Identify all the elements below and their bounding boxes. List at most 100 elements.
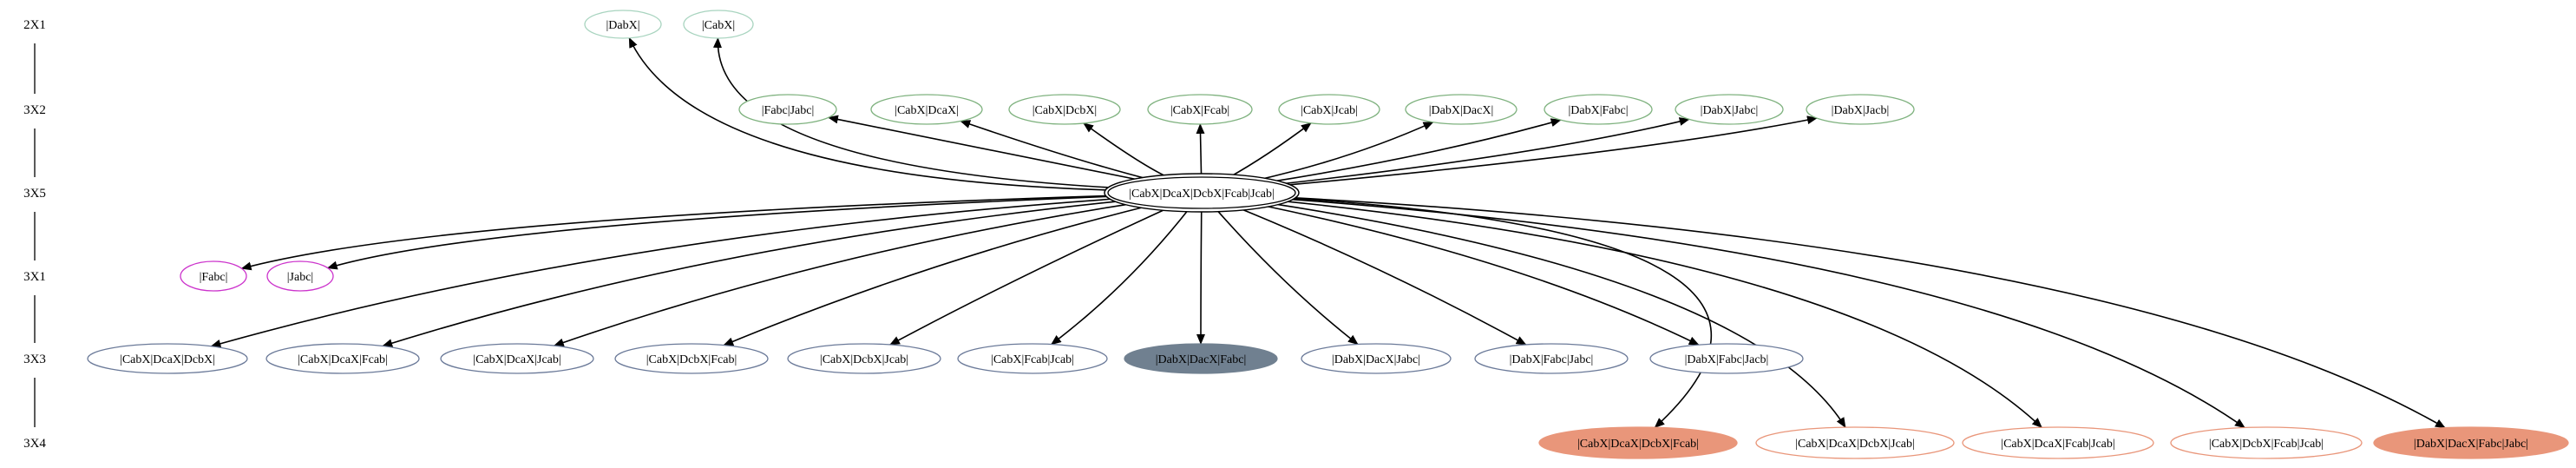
node-label: |CabX|DcbX|Fcab| bbox=[646, 353, 737, 366]
edge-root-to-n_cabx_dcax bbox=[960, 120, 1151, 181]
node-n-ddfj[interactable]: |DabX|DacX|Fabc|Jabc| bbox=[2373, 426, 2569, 459]
node-n-cabx-dcax[interactable]: |CabX|DcaX| bbox=[870, 94, 983, 125]
node-label: |CabX|Jcab| bbox=[1301, 104, 1358, 117]
node-n-dfj[interactable]: |DabX|Fabc|Jabc| bbox=[1474, 343, 1629, 374]
node-label: |DabX|DacX|Fabc|Jabc| bbox=[2414, 438, 2528, 451]
node-label: |CabX| bbox=[702, 19, 735, 32]
rank-label-3x4: 3X4 bbox=[23, 437, 46, 451]
edge-root-to-n_cabx bbox=[713, 37, 1113, 188]
node-shape bbox=[440, 343, 594, 374]
edge-root-to-n_cddj bbox=[1270, 202, 1846, 428]
node-shape bbox=[1544, 94, 1653, 125]
node-shape bbox=[1107, 176, 1296, 209]
edge-root-to-n_ddj bbox=[1215, 208, 1359, 346]
edge-root-to-n_cfj bbox=[1051, 208, 1190, 346]
node-n-cddf[interactable]: |CabX|DcaX|DcbX|Fcab| bbox=[1538, 426, 1738, 459]
node-shape bbox=[87, 343, 248, 374]
node-label: |CabX|DcaX|DcbX|Jcab| bbox=[1795, 438, 1915, 451]
node-n-dabx-fabc[interactable]: |DabX|Fabc| bbox=[1544, 94, 1653, 125]
node-n-cabx-fcab[interactable]: |CabX|Fcab| bbox=[1147, 94, 1253, 125]
edge-root-to-n_dfj bbox=[1236, 206, 1527, 346]
node-shape bbox=[1755, 426, 1955, 459]
node-shape bbox=[266, 260, 334, 292]
node-n-cfj[interactable]: |CabX|Fcab|Jcab| bbox=[957, 343, 1108, 374]
node-label: |CabX|DcaX|Fcab| bbox=[298, 353, 388, 366]
node-shape bbox=[1962, 426, 2154, 459]
edge-root-to-n_dabx bbox=[628, 36, 1110, 191]
edge-root-to-n_dabx_jabc bbox=[1279, 117, 1690, 185]
node-n-fabc-jabc[interactable]: |Fabc|Jabc| bbox=[738, 94, 837, 125]
node-n-cddj[interactable]: |CabX|DcaX|DcbX|Jcab| bbox=[1755, 426, 1955, 459]
edge-root-to-n_cdbj bbox=[889, 207, 1170, 346]
rank-label-3x1: 3X1 bbox=[23, 270, 46, 284]
node-label: |DabX|DacX| bbox=[1429, 104, 1494, 117]
node-shape bbox=[265, 343, 420, 374]
node-shape bbox=[1147, 94, 1253, 125]
node-label: |CabX|DcaX|DcbX|Fcab| bbox=[1577, 438, 1699, 451]
node-n-cdd[interactable]: |CabX|DcaX|DcbX| bbox=[87, 343, 248, 374]
edge-root-to-n_dfja bbox=[1260, 204, 1700, 346]
node-shape bbox=[1301, 343, 1452, 374]
node-n-dabx-jacb[interactable]: |DabX|Jacb| bbox=[1806, 94, 1915, 125]
node-label: |DabX|DacX|Fabc| bbox=[1156, 353, 1247, 366]
node-n-ddj[interactable]: |DabX|DacX|Jabc| bbox=[1301, 343, 1452, 374]
node-n-cdfj[interactable]: |CabX|DcaX|Fcab|Jcab| bbox=[1962, 426, 2154, 459]
node-label: |CabX|Fcab| bbox=[1170, 104, 1229, 117]
node-shape bbox=[738, 94, 837, 125]
edge-root-to-n_fabc_jabc bbox=[827, 115, 1143, 181]
node-shape bbox=[870, 94, 983, 125]
node-n-jabc[interactable]: |Jabc| bbox=[266, 260, 334, 292]
edge-root-to-n_cdbf bbox=[723, 205, 1150, 346]
node-label: |DabX|DacX|Jabc| bbox=[1332, 353, 1420, 366]
node-label: |Fabc| bbox=[200, 271, 228, 284]
edge-root-to-n_jabc bbox=[326, 195, 1111, 270]
node-shape bbox=[1474, 343, 1629, 374]
edge-root-to-n_cabx_dcbx bbox=[1083, 122, 1170, 179]
node-label: |CabX|Fcab|Jcab| bbox=[991, 353, 1074, 366]
node-n-cdbfj[interactable]: |CabX|DcbX|Fcab|Jcab| bbox=[2170, 426, 2363, 459]
edge-root-to-n_cdf bbox=[382, 200, 1123, 347]
node-label: |DabX|Jacb| bbox=[1832, 104, 1890, 117]
node-n-cdj[interactable]: |CabX|DcaX|Jcab| bbox=[440, 343, 594, 374]
edge-root-to-n_cdd bbox=[210, 198, 1116, 348]
node-label: |CabX|DcaX|Jcab| bbox=[473, 353, 560, 366]
edge-root-to-n_cddf bbox=[1289, 197, 1713, 428]
node-label: |Fabc|Jabc| bbox=[762, 104, 815, 117]
node-n-cdbf[interactable]: |CabX|DcbX|Fcab| bbox=[614, 343, 769, 374]
node-label: |DabX|Jabc| bbox=[1701, 104, 1759, 117]
node-n-cdf[interactable]: |CabX|DcaX|Fcab| bbox=[265, 343, 420, 374]
node-label: |DabX|Fabc| bbox=[1568, 104, 1628, 117]
node-shape bbox=[787, 343, 941, 374]
edges-layer bbox=[210, 36, 2446, 429]
node-label: |DabX| bbox=[606, 19, 639, 32]
node-shape bbox=[1649, 343, 1804, 374]
node-n-cdbj[interactable]: |CabX|DcbX|Jcab| bbox=[787, 343, 941, 374]
node-label: |CabX|DcaX|DcbX| bbox=[120, 353, 215, 366]
node-n-dfja[interactable]: |DabX|Fabc|Jacb| bbox=[1649, 343, 1804, 374]
node-shape bbox=[1538, 426, 1738, 459]
node-n-dabx-dacx[interactable]: |DabX|DacX| bbox=[1405, 94, 1517, 125]
node-label: |CabX|DcbX|Fcab|Jcab| bbox=[2209, 438, 2324, 451]
node-shape bbox=[957, 343, 1108, 374]
node-n-cabx[interactable]: |CabX| bbox=[683, 10, 754, 39]
node-n-cabx-dcbx[interactable]: |CabX|DcbX| bbox=[1008, 94, 1121, 125]
node-n-dabx[interactable]: |DabX| bbox=[584, 10, 662, 39]
node-label: |DabX|Fabc|Jacb| bbox=[1685, 353, 1769, 366]
edge-root-to-n_dabx_dacx bbox=[1256, 121, 1434, 181]
node-label: |CabX|DcbX| bbox=[1032, 104, 1098, 117]
node-shape bbox=[1405, 94, 1517, 125]
edge-root-to-n_cabx_fcab bbox=[1196, 123, 1205, 178]
node-root[interactable]: |CabX|DcaX|DcbX|Fcab|Jcab| bbox=[1104, 173, 1300, 213]
node-n-ddf[interactable]: |DabX|DacX|Fabc| bbox=[1124, 343, 1278, 374]
node-n-cabx-jcab[interactable]: |CabX|Jcab| bbox=[1278, 94, 1380, 125]
node-shape bbox=[683, 10, 754, 39]
node-shape bbox=[2373, 426, 2569, 459]
node-n-fabc[interactable]: |Fabc| bbox=[180, 260, 247, 292]
rank-label-3x2: 3X2 bbox=[23, 103, 46, 117]
edge-root-to-n_fabc bbox=[240, 194, 1110, 271]
node-n-dabx-jabc[interactable]: |DabX|Jabc| bbox=[1675, 94, 1784, 125]
node-label: |CabX|DcaX|DcbX|Fcab|Jcab| bbox=[1129, 188, 1275, 201]
edge-root-to-n_dabx_fabc bbox=[1269, 118, 1562, 183]
